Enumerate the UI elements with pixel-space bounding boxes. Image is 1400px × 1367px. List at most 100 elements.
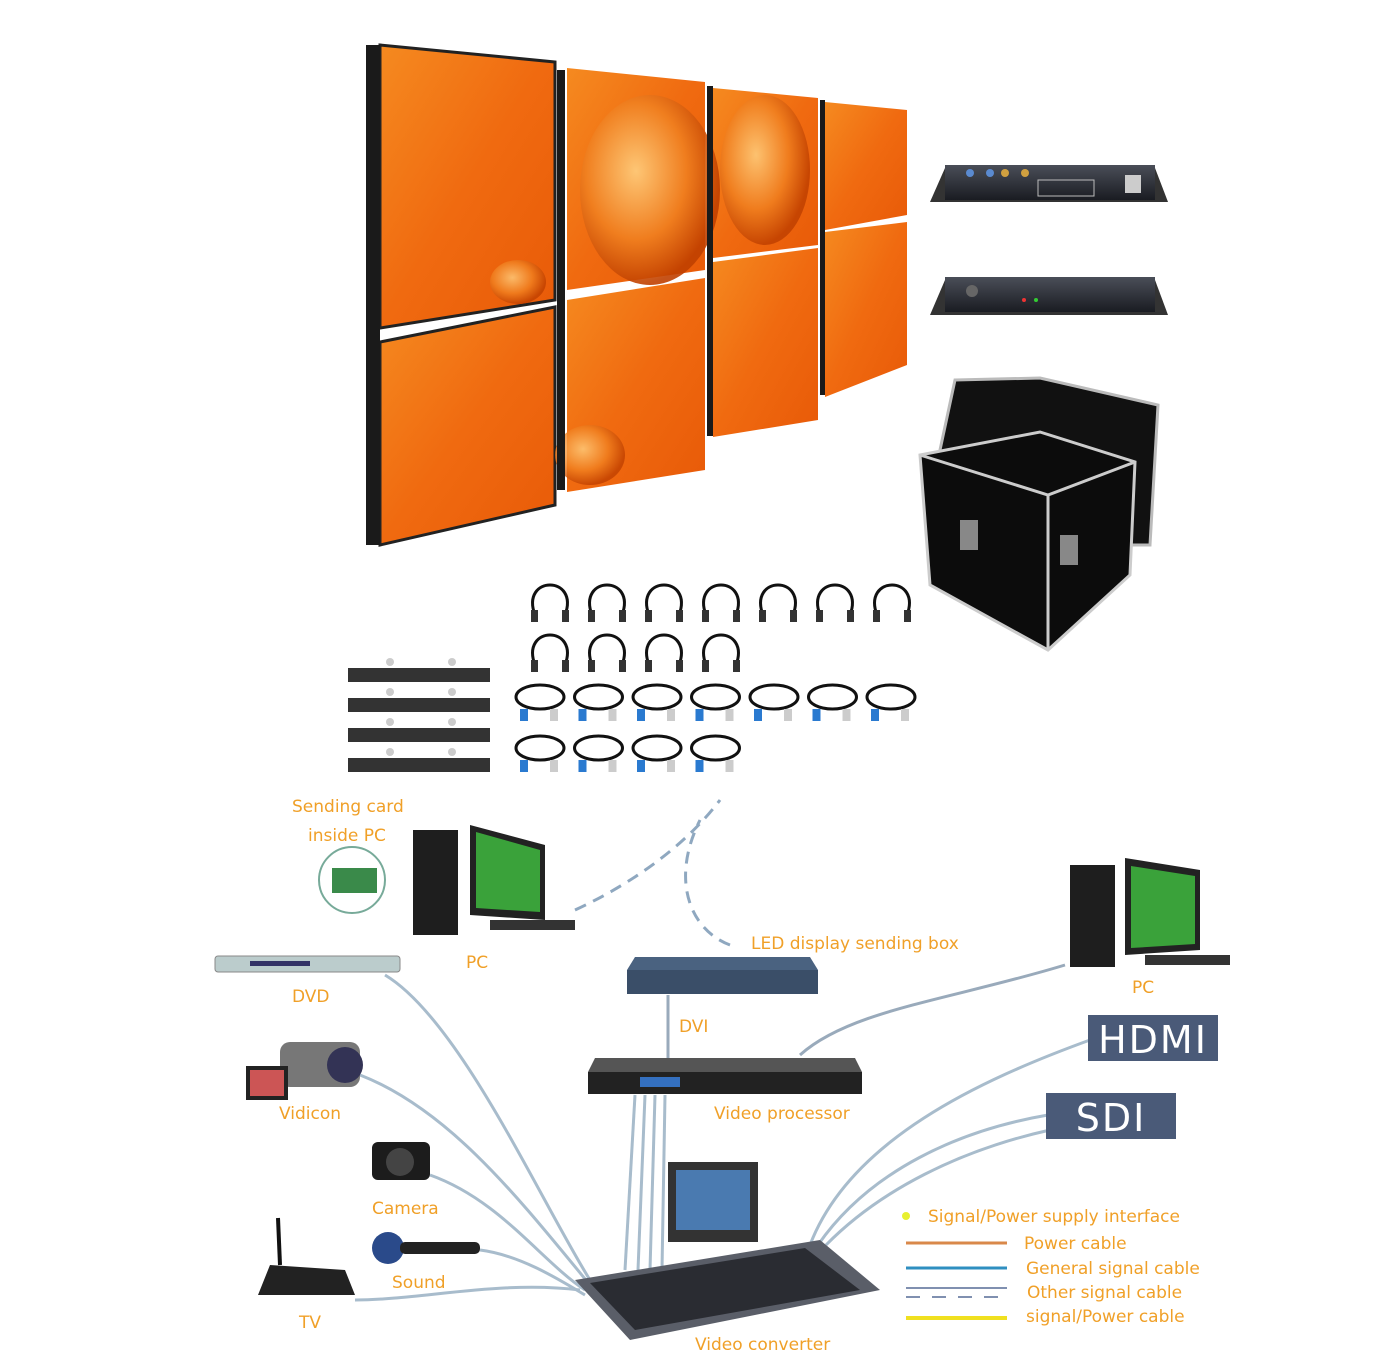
connector-icon <box>531 660 538 672</box>
connector-icon <box>816 610 823 622</box>
power-cable-icon <box>807 683 858 711</box>
vidicon-label: Vidicon <box>279 1104 341 1124</box>
video-converter-icon <box>575 1162 880 1340</box>
camcorder-icon <box>246 1042 363 1100</box>
connector-icon <box>550 709 558 721</box>
connector-icon <box>873 610 880 622</box>
hdmi-badge <box>1088 1015 1218 1061</box>
pc-right-label: PC <box>1132 978 1154 998</box>
led-video-wall <box>366 43 907 547</box>
connector-icon <box>645 610 652 622</box>
connector-icon <box>619 660 626 672</box>
power-cable-icon <box>690 683 741 711</box>
flight-cases <box>918 376 1160 652</box>
legend-label: Signal/Power supply interface <box>928 1207 1180 1227</box>
connector-icon <box>695 709 704 721</box>
connector-icon <box>676 660 683 672</box>
connector-icon <box>702 610 709 622</box>
pc-left-label: PC <box>466 953 488 973</box>
connector-icon <box>904 610 911 622</box>
signal-cable-icon <box>588 633 626 666</box>
connector-icon <box>871 709 879 721</box>
connector-icon <box>676 610 683 622</box>
signal-cable-icon <box>531 633 569 666</box>
led-panel <box>825 102 907 230</box>
camera-icon <box>372 1142 430 1180</box>
signal-cable-icon <box>645 583 683 616</box>
connector-icon <box>733 660 740 672</box>
pc-right-icon <box>1070 858 1230 967</box>
sending-box-rear <box>930 165 1168 202</box>
connector-icon <box>520 709 528 721</box>
connector-icon <box>562 610 569 622</box>
signal-cable-icon <box>645 633 683 666</box>
sdi-badge <box>1046 1093 1176 1139</box>
connector-icon <box>667 760 675 772</box>
led-panel <box>825 222 907 397</box>
connector-icon <box>842 709 851 721</box>
signal-cable-icon <box>873 583 911 616</box>
power-cable-icon <box>573 734 624 762</box>
led-sending-box-label: LED display sending box <box>751 934 959 954</box>
signal-cable-icon <box>702 633 740 666</box>
power-cable-icon <box>631 683 683 711</box>
connector-icon <box>725 709 734 721</box>
connection-lines <box>354 799 1091 1302</box>
connector-icon <box>725 760 734 772</box>
power-cable-icon <box>573 683 624 711</box>
signal-cable-icon <box>816 583 854 616</box>
legend-swatch-interface <box>902 1212 910 1220</box>
power-cable-icon <box>514 734 566 762</box>
connector-icon <box>608 760 617 772</box>
connector-icon <box>531 610 538 622</box>
connector-icon <box>784 709 792 721</box>
connector-icon <box>637 709 645 721</box>
camera-label: Camera <box>372 1199 439 1219</box>
connector-icon <box>588 610 595 622</box>
connector-icon <box>695 760 704 772</box>
connector-icon <box>578 760 587 772</box>
dvd-player-icon <box>214 955 401 973</box>
connector-icon <box>702 660 709 672</box>
hdmi-label: HDMI <box>1098 1018 1208 1062</box>
connector-icon <box>520 760 528 772</box>
legend: Signal/Power supply interface Power cabl… <box>902 1207 1200 1327</box>
power-cable-icon <box>631 734 683 762</box>
connector-icon <box>608 709 617 721</box>
signal-cable-icon <box>531 583 569 616</box>
connector-icon <box>847 610 854 622</box>
connector-icon <box>901 709 909 721</box>
legend-label: General signal cable <box>1026 1259 1200 1279</box>
connector-icon <box>645 660 652 672</box>
led-panel <box>713 248 818 437</box>
legend-label: Other signal cable <box>1027 1283 1182 1303</box>
signal-cable-icon <box>759 583 797 616</box>
connector-icon <box>588 660 595 672</box>
connector-icon <box>619 610 626 622</box>
sending-box-front <box>930 277 1168 315</box>
power-cable-icon <box>514 683 566 711</box>
signal-cable-icon <box>588 583 626 616</box>
power-cable-icon <box>748 683 800 711</box>
pc-left-icon <box>413 825 575 935</box>
dvd-label: DVD <box>292 987 330 1007</box>
connector-icon <box>754 709 762 721</box>
led-sending-box-icon <box>627 957 818 994</box>
connector-icon <box>637 760 645 772</box>
mounting-brackets <box>348 658 490 772</box>
sound-label: Sound <box>392 1273 446 1293</box>
connector-icon <box>562 660 569 672</box>
legend-label: Power cable <box>1024 1234 1127 1254</box>
power-cable-icon <box>690 734 741 762</box>
legend-label: signal/Power cable <box>1026 1307 1185 1327</box>
video-converter-label: Video converter <box>695 1335 830 1355</box>
sdi-label: SDI <box>1076 1096 1147 1140</box>
video-processor-icon <box>588 1058 862 1094</box>
microphone-icon <box>372 1232 480 1264</box>
connector-icon <box>578 709 587 721</box>
connector-icon <box>790 610 797 622</box>
signal-cable-icon <box>702 583 740 616</box>
power-cable-icon <box>865 683 917 711</box>
dvi-label: DVI <box>679 1017 708 1037</box>
